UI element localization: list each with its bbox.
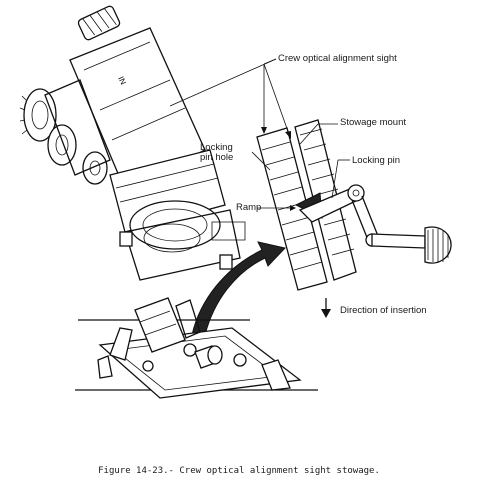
- label-locking-pin-hole: Locking pin hole: [200, 142, 234, 163]
- label-direction-of-insertion: Direction of insertion: [340, 305, 427, 316]
- alignment-sight-drawing: IN: [19, 5, 246, 281]
- base-bracket-assembly: [75, 297, 318, 399]
- svg-text:IN: IN: [116, 75, 128, 86]
- figure-caption: Figure 14-23.- Crew optical alignment si…: [98, 466, 380, 476]
- label-locking-pin: Locking pin: [352, 155, 401, 166]
- stowage-mount-detail: [256, 119, 452, 291]
- label-stowage-mount: Stowage mount: [340, 117, 407, 128]
- label-ramp: Ramp: [236, 202, 262, 213]
- insertion-curved-arrow: [191, 241, 286, 336]
- label-crew-sight: Crew optical alignment sight: [278, 53, 397, 64]
- leader-lines: [169, 58, 350, 318]
